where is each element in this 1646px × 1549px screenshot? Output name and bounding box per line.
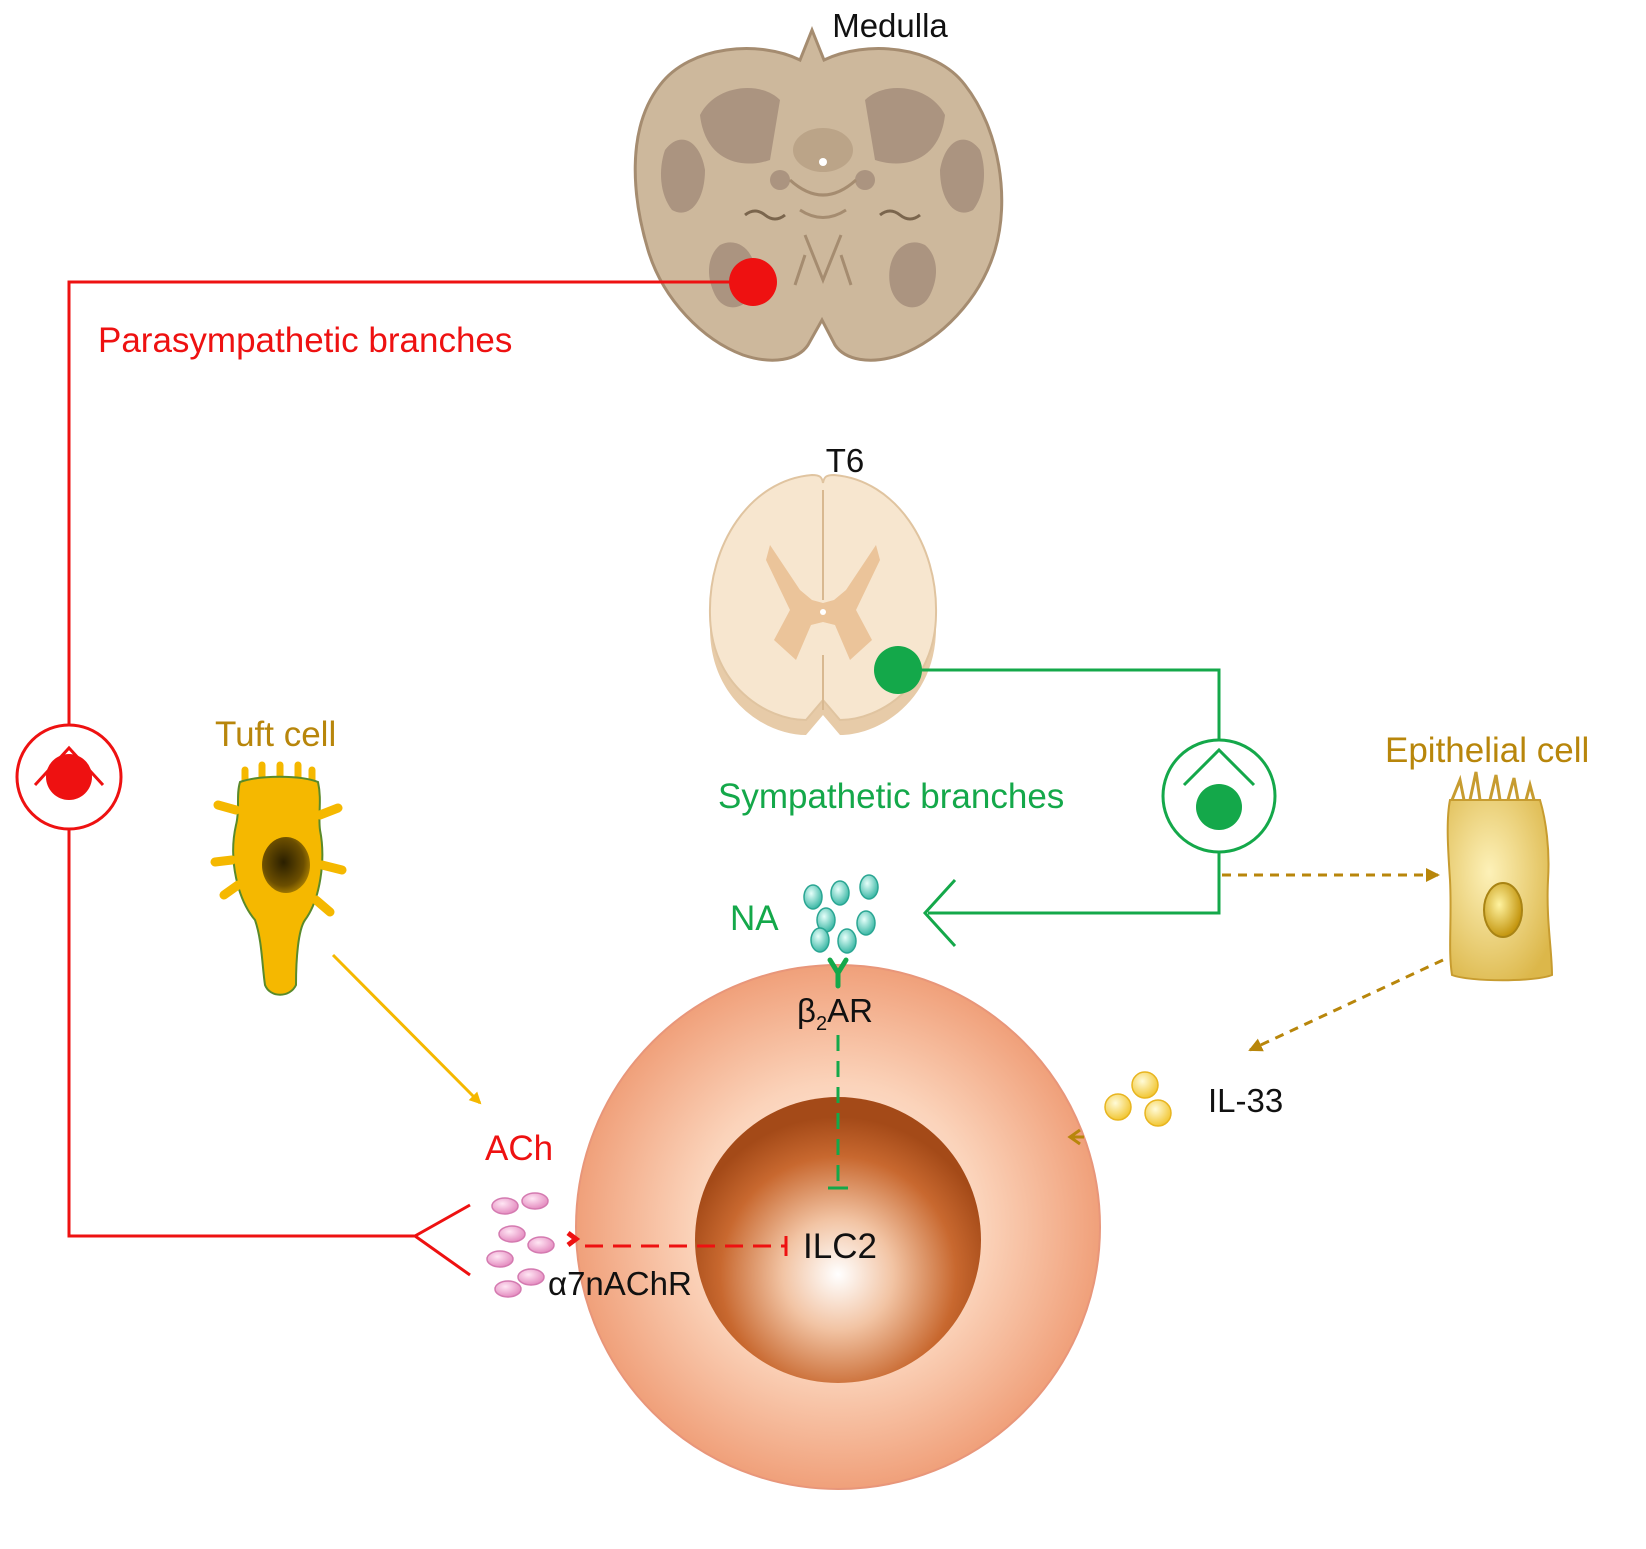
na-label: NA bbox=[730, 899, 779, 938]
ach-label: ACh bbox=[485, 1129, 553, 1168]
t6-spinal-cord-illustration bbox=[708, 473, 938, 735]
b2ar-label: β2AR bbox=[797, 992, 873, 1035]
sympathetic-branches-label: Sympathetic branches bbox=[718, 777, 1064, 816]
ganglion-neuron-dot bbox=[46, 754, 92, 800]
medulla-label: Medulla bbox=[832, 7, 948, 44]
parasympathetic-pathway bbox=[15, 258, 777, 1277]
t6-neuron-dot bbox=[874, 646, 922, 694]
tuft-cell-label: Tuft cell bbox=[215, 715, 336, 754]
na-nerve-terminal bbox=[922, 878, 957, 948]
medulla-illustration bbox=[633, 25, 1004, 362]
il33-label: IL-33 bbox=[1208, 1082, 1283, 1119]
na-molecules bbox=[803, 874, 879, 954]
b2ar-receptor-icon bbox=[827, 957, 849, 989]
il33-receptor-icon bbox=[1067, 1128, 1084, 1146]
a7nachr-label: α7nAChR bbox=[548, 1265, 692, 1302]
epithelial-cell-label: Epithelial cell bbox=[1385, 731, 1589, 770]
tuft-cell-illustration bbox=[210, 761, 347, 996]
parasympathetic-nerve-lower bbox=[67, 827, 415, 1238]
t6-label: T6 bbox=[826, 442, 865, 479]
ach-inhibition-signal bbox=[566, 1231, 788, 1256]
ilc2-cell bbox=[575, 964, 1101, 1490]
sympathetic-ganglion-dot bbox=[1196, 784, 1242, 830]
parasympathetic-synapse-symbol bbox=[33, 745, 105, 787]
sympathetic-nerve-upper bbox=[898, 668, 1221, 740]
parasympathetic-branches-label: Parasympathetic branches bbox=[98, 321, 512, 360]
ach-nerve-terminal bbox=[412, 1203, 471, 1277]
ilc2-label: ILC2 bbox=[803, 1227, 877, 1266]
medulla-nucleus-dot bbox=[729, 258, 777, 306]
parasympathetic-nerve-upper bbox=[67, 280, 753, 727]
sympathetic-synapse-symbol bbox=[1182, 747, 1256, 787]
arrow-epithelial-to-il33 bbox=[1248, 958, 1444, 1052]
sympathetic-nerve-lower bbox=[928, 852, 1221, 915]
ilc2-nucleus bbox=[695, 1097, 981, 1383]
sympathetic-pathway bbox=[874, 646, 1277, 948]
arrow-tuft-to-ach bbox=[331, 953, 482, 1105]
ach-molecules bbox=[486, 1192, 555, 1298]
na-inhibition-signal bbox=[828, 1035, 848, 1190]
il33-molecules bbox=[1104, 1071, 1172, 1127]
epithelial-cell-illustration bbox=[1446, 771, 1554, 982]
